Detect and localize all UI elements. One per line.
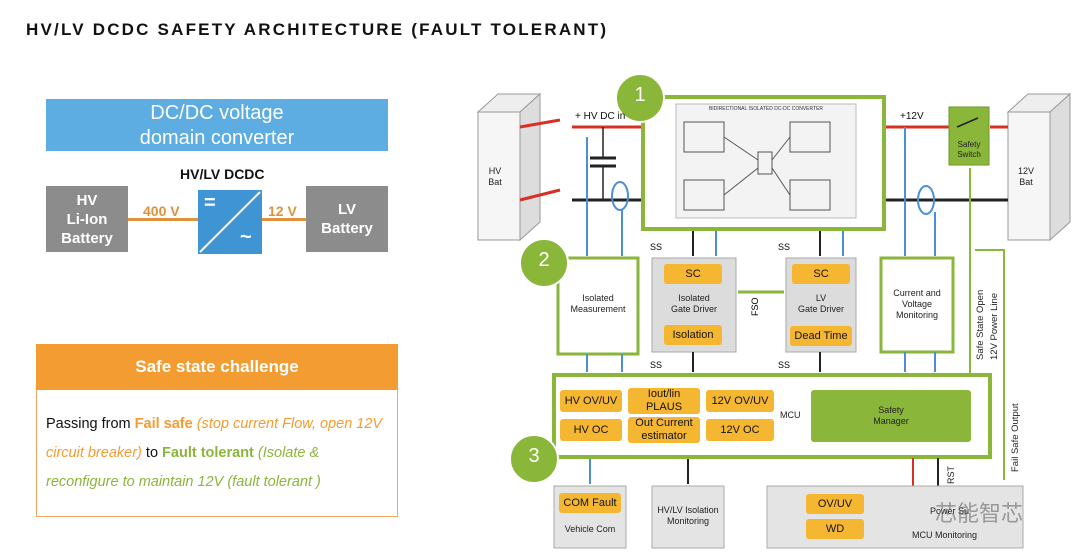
v400-label: 400 V [143, 203, 180, 219]
oce-l2: estimator [641, 430, 687, 442]
lv-battery: LV Battery [306, 186, 388, 252]
cvm-l1: Current and [893, 288, 941, 298]
v12-ovuv-box: 12V OV/UV [706, 390, 774, 412]
cvm-l2: Voltage [901, 299, 933, 309]
fail-safe-detail: (stop current Flow, open 12V circuit bre… [46, 416, 383, 461]
fault-tolerant-detail: (Isolate & reconfigure to maintain 12V (… [46, 445, 321, 490]
ss-label-3: SS [650, 360, 663, 370]
hvlv-im-l2: Monitoring [666, 516, 710, 526]
igd-l2: Gate Driver [670, 304, 717, 314]
iso-meas-l1: Isolated [582, 293, 614, 303]
oce-l1: Out Current [635, 417, 693, 429]
badge-3: 3 [528, 445, 540, 467]
hv-ovuv-box: HV OV/UV [560, 390, 622, 412]
hvlv-dcdc-label: HV/LV DCDC [180, 166, 265, 182]
lvgd-l2: Gate Driver [797, 304, 844, 314]
lv-bat-l2: Bat [1019, 177, 1033, 187]
hv-oc-box: HV OC [560, 419, 622, 441]
page-title: HV/LV DCDC SAFETY ARCHITECTURE (FAULT TO… [26, 20, 609, 39]
hv-liion-battery: HV Li-Ion Battery [46, 186, 128, 252]
hvlv-im-l1: HV/LV Isolation [657, 505, 719, 515]
hv-wire [128, 218, 198, 221]
iout-l1: Iout/lin [647, 388, 681, 400]
fail-safe-term: Fail safe [134, 416, 193, 432]
sso-l1: Safe State Open [975, 289, 986, 360]
sc-box-isolated: SC [664, 264, 722, 284]
safety-switch-l2: Switch [957, 150, 981, 159]
sc-box-lv: SC [792, 264, 850, 284]
hv-battery-line1: HV [76, 191, 98, 209]
safety-switch-l1: Safety [957, 140, 981, 149]
watermark: 芯能智芯 [935, 501, 1024, 526]
cvm-l3: Monitoring [895, 310, 939, 320]
com-fault-box: COM Fault [559, 493, 621, 513]
ss-label-2: SS [778, 242, 791, 252]
sso-l2: 12V Power Line [989, 292, 1000, 360]
mcu-label: MCU [780, 410, 801, 420]
converter-eq: = [204, 192, 216, 214]
fso-label: FSO [750, 297, 760, 316]
lvgd-l1: LV [815, 293, 827, 303]
iso-meas-l2: Measurement [570, 304, 626, 314]
converter-caption: BIDIRECTIONAL ISOLATED DC-DC CONVERTER [708, 106, 824, 112]
rst-label: RST [946, 466, 956, 484]
mcu-monitoring-label: MCU Monitoring [912, 530, 978, 540]
domain-box-line1: DC/DC voltage [150, 102, 284, 124]
safe-text-p1: Passing from [46, 416, 135, 432]
dcdc-converter-symbol: = ~ [198, 190, 262, 254]
domain-converter-box: DC/DC voltage domain converter [46, 99, 388, 151]
hv-dc-in-label: + HV DC in [575, 111, 626, 122]
v12-label: 12 V [268, 203, 297, 219]
lv-battery-line2: Battery [321, 220, 373, 237]
converter-tilde: ~ [240, 226, 252, 248]
wd-box: WD [806, 519, 864, 539]
lv-bat-l1: 12V [1017, 166, 1034, 176]
hv-bat-l2: Bat [488, 177, 502, 187]
fail-safe-output-label: Fail Safe Output [1010, 403, 1021, 472]
power-supply-label: Power Su [930, 506, 970, 516]
badge-2: 2 [538, 249, 550, 271]
converter-diagonal-icon [199, 191, 261, 253]
hv-battery-line3: Battery [61, 229, 113, 247]
safe-state-text: Passing from Fail safe (stop current Flo… [46, 410, 394, 497]
hv-battery-block [476, 92, 542, 242]
ss-label-1: SS [650, 242, 663, 252]
ss-label-4: SS [778, 360, 791, 370]
safe-text-to: to [141, 445, 163, 461]
lv-wire [262, 218, 306, 221]
isolation-box: Isolation [664, 325, 722, 345]
sm-l1: Safety [878, 405, 904, 415]
domain-box-line2: domain converter [139, 127, 295, 149]
badge-1: 1 [634, 84, 646, 106]
v12-oc-box: 12V OC [706, 419, 774, 441]
plus12v-label: +12V [900, 111, 924, 122]
ovuv-box: OV/UV [806, 494, 864, 514]
dead-time-box: Dead Time [790, 326, 852, 346]
lv-battery-line1: LV [337, 201, 357, 218]
vehicle-com-label: Vehicle Com [564, 524, 616, 534]
safe-state-body [36, 390, 398, 517]
fault-tolerant-term: Fault tolerant [162, 445, 254, 461]
iout-l2: PLAUS [645, 401, 683, 413]
lv-battery-block [1006, 92, 1072, 242]
hv-bat-l1: HV [488, 166, 502, 176]
sm-l2: Manager [873, 416, 909, 426]
hv-battery-line2: Li-Ion [66, 210, 108, 228]
safe-state-header: Safe state challenge [36, 344, 398, 390]
igd-l1: Isolated [678, 293, 710, 303]
